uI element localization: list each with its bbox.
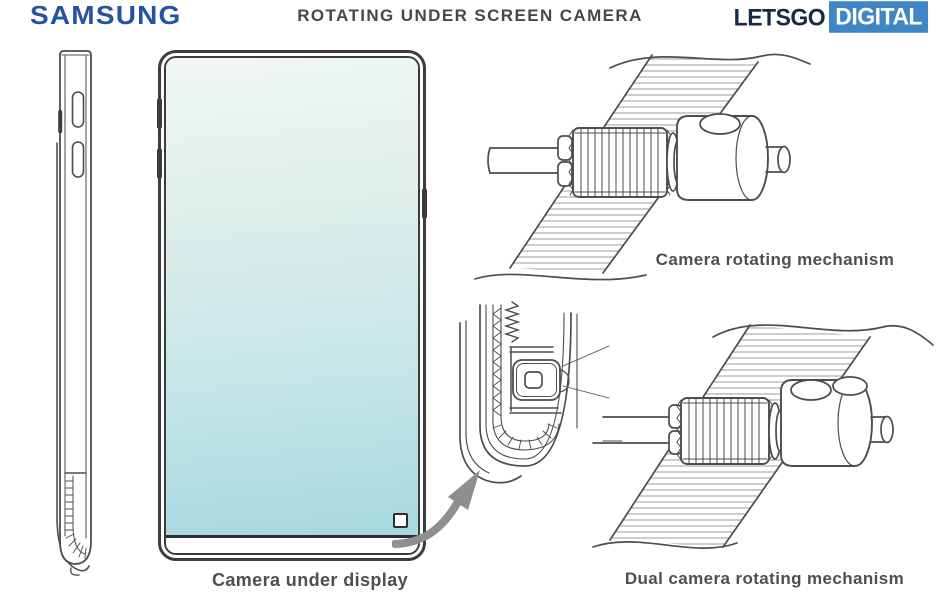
samsung-logo: SAMSUNG: [30, 1, 182, 30]
volume-up-button: [157, 98, 162, 129]
caption-camera-rotating-mechanism: Camera rotating mechanism: [655, 250, 895, 269]
phone-chin: [166, 538, 418, 553]
single-camera-mechanism-figure: [474, 53, 811, 281]
page-title: ROTATING UNDER SCREEN CAMERA: [297, 6, 643, 25]
caption-camera-under-display: Camera under display: [211, 570, 409, 590]
phone-screen: [166, 58, 418, 538]
phone-front-view-figure: [157, 50, 427, 561]
letsgodigital-logo: LETSGO DIGITAL: [733, 1, 928, 33]
caption-dual-camera-rotating-mechanism: Dual camera rotating mechanism: [624, 569, 905, 588]
curved-arrow-icon: [392, 470, 480, 548]
letsgo-text: LETSGO: [733, 2, 826, 31]
phone-side-view-figure: [56, 50, 92, 576]
power-button: [422, 188, 427, 219]
digital-badge: DIGITAL: [829, 1, 928, 33]
dual-camera-mechanism-figure: [592, 324, 934, 549]
under-display-camera-marker: [393, 513, 408, 528]
volume-down-button: [157, 148, 162, 179]
side-button-nub: [58, 110, 63, 133]
phone-bezel: [164, 56, 420, 555]
camera-detail-figure: [459, 301, 623, 484]
